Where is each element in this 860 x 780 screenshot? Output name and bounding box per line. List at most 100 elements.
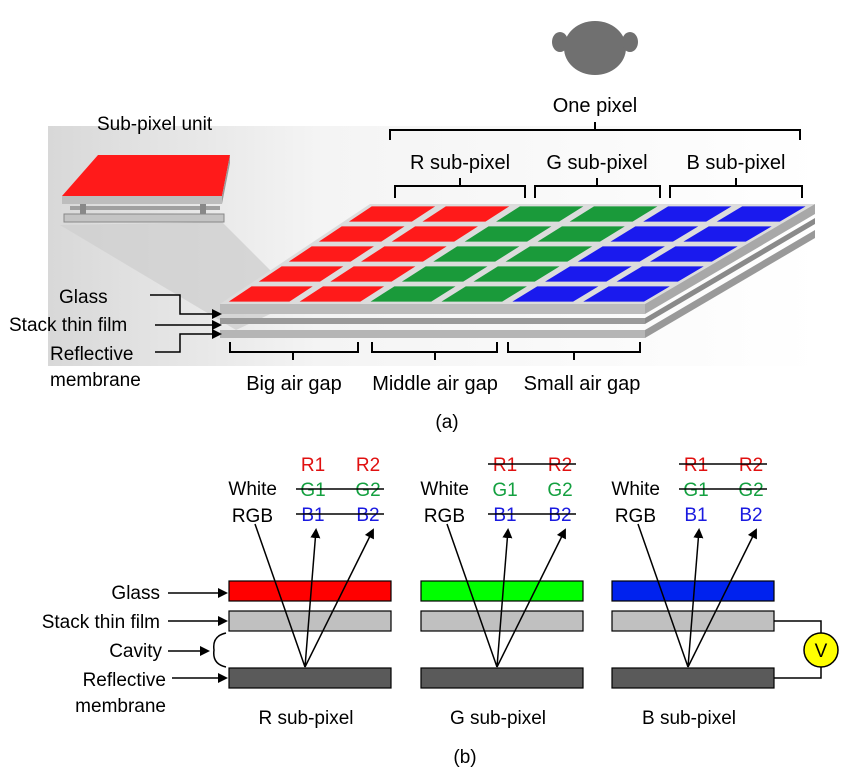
voltage-label: V xyxy=(815,641,828,662)
white-label: White xyxy=(420,479,469,500)
glass-label-a: Glass xyxy=(59,287,108,308)
glass-label-b: Glass xyxy=(111,583,160,604)
pixel-cell xyxy=(348,206,436,222)
stack-thin-film-label-a: Stack thin film xyxy=(9,315,127,336)
small-air-gap-brace xyxy=(507,342,641,360)
b-subpixel-brace xyxy=(669,178,803,198)
pixel-cell xyxy=(433,246,520,262)
pixel-cell xyxy=(583,286,670,302)
white-label: White xyxy=(228,479,277,500)
incident-ray xyxy=(446,523,498,668)
pixel-cell xyxy=(441,286,527,302)
panel-b: Glass Stack thin film Cavity Reflective … xyxy=(42,455,839,768)
incident-ray xyxy=(254,523,306,668)
pixel-cell xyxy=(569,206,658,222)
pixel-cell xyxy=(577,246,665,262)
caption-a: (a) xyxy=(435,412,458,433)
rgb-label: RGB xyxy=(424,506,465,527)
pixel-cell xyxy=(370,286,456,302)
reflective-label-b: Reflective xyxy=(83,670,166,691)
reflective-membrane-layer xyxy=(228,667,392,689)
big-air-gap-brace xyxy=(229,342,359,360)
rgb-label: RGB xyxy=(232,506,273,527)
glass-arrow-a xyxy=(150,294,222,319)
one-pixel-label: One pixel xyxy=(553,95,638,117)
b-subpixel-label: B sub-pixel xyxy=(687,152,786,174)
wavelength-label: B1 xyxy=(684,505,707,526)
rgb-label: RGB xyxy=(615,506,656,527)
voltage-source xyxy=(803,632,839,668)
pixel-cell xyxy=(288,246,374,262)
pixel-cell xyxy=(716,206,806,222)
pixel-cell xyxy=(228,286,313,302)
wavelength-label: G1 xyxy=(492,480,517,501)
wavelength-label: R2 xyxy=(548,455,572,476)
wavelength-label: B2 xyxy=(739,505,762,526)
wavelength-label: R1 xyxy=(493,455,517,476)
reflected-ray-2 xyxy=(687,528,757,668)
pixel-cell xyxy=(330,266,416,282)
cavity-brace-b xyxy=(213,632,227,668)
cell-name-label: R sub-pixel xyxy=(258,708,353,729)
stack-thin-film-label-b: Stack thin film xyxy=(42,612,160,633)
pixel-cell xyxy=(258,266,344,282)
wavelength-label: B2 xyxy=(356,505,379,526)
big-air-gap-label: Big air gap xyxy=(246,373,342,395)
pixel-cell xyxy=(299,286,385,302)
membrane-label-b: membrane xyxy=(75,696,166,717)
cavity-label-b: Cavity xyxy=(109,641,162,662)
viewer-head-icon xyxy=(552,21,638,75)
pixel-cell xyxy=(643,206,732,222)
panel-a: One pixel Sub-pixel unit R sub-pixel G s… xyxy=(9,21,820,433)
pixel-cell xyxy=(361,246,447,262)
r-subpixel-label: R sub-pixel xyxy=(410,152,510,174)
wavelength-label: G2 xyxy=(355,480,380,501)
pixel-grid xyxy=(228,206,806,302)
pixel-cell xyxy=(616,266,704,282)
reflected-ray-2 xyxy=(496,528,566,668)
wavelength-label: B1 xyxy=(493,505,516,526)
reflected-ray-1 xyxy=(304,528,321,668)
pixel-cell xyxy=(683,226,772,242)
pixel-cell xyxy=(318,226,405,242)
subpixel-unit-label: Sub-pixel unit xyxy=(97,114,213,135)
pixel-cell xyxy=(473,266,560,282)
membrane-label-a: membrane xyxy=(50,370,141,391)
incident-ray xyxy=(637,523,689,668)
reflective-membrane-layer xyxy=(420,667,584,689)
reflected-ray-2 xyxy=(304,528,374,668)
wavelength-label: B1 xyxy=(301,505,324,526)
wavelength-label: R2 xyxy=(356,455,380,476)
wavelength-label: G1 xyxy=(300,480,325,501)
white-label: White xyxy=(611,479,660,500)
pixel-cell xyxy=(512,286,599,302)
pixel-cell xyxy=(505,246,593,262)
wavelength-label: R1 xyxy=(684,455,708,476)
wavelength-label: R2 xyxy=(739,455,763,476)
pixel-cell xyxy=(610,226,699,242)
g-subpixel-label: G sub-pixel xyxy=(546,152,647,174)
pixel-cell xyxy=(391,226,478,242)
small-air-gap-label: Small air gap xyxy=(524,373,641,395)
middle-air-gap-label: Middle air gap xyxy=(372,373,498,395)
one-pixel-brace xyxy=(389,122,801,140)
pixel-cell xyxy=(464,226,552,242)
wavelength-label: G2 xyxy=(738,480,763,501)
reflective-label-a: Reflective xyxy=(50,344,133,365)
voltage-wire xyxy=(774,620,822,679)
reflected-ray-1 xyxy=(496,528,513,668)
r-subpixel-brace xyxy=(394,178,526,198)
pixel-cell xyxy=(537,226,625,242)
reflective-membrane-layer xyxy=(611,667,775,689)
wavelength-label: G1 xyxy=(683,480,708,501)
wavelength-label: G2 xyxy=(547,480,572,501)
wavelength-label: B2 xyxy=(548,505,571,526)
reflected-ray-1 xyxy=(687,528,704,668)
caption-b: (b) xyxy=(453,747,476,768)
